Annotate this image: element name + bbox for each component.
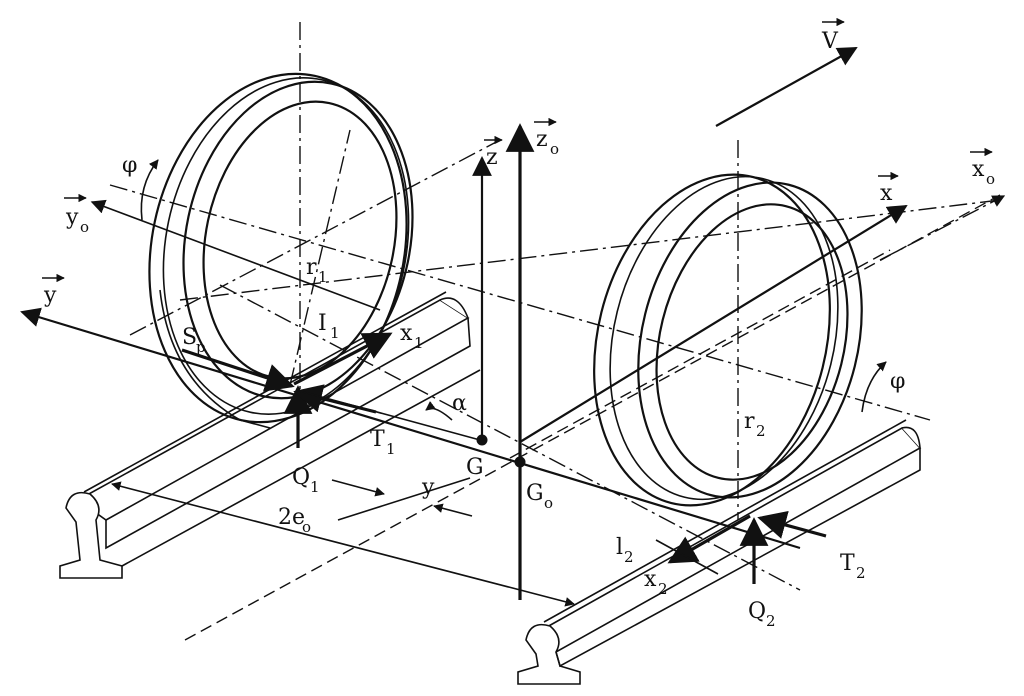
svg-text:y: y: [43, 283, 57, 308]
svg-text:x: x: [644, 567, 657, 592]
label-t2: T 2: [840, 551, 866, 582]
two-eo-dimension: [111, 481, 575, 607]
svg-text:V: V: [821, 29, 839, 54]
svg-text:o: o: [302, 518, 311, 536]
svg-text:2: 2: [856, 564, 866, 582]
svg-text:r: r: [306, 255, 317, 280]
svg-text:y: y: [65, 205, 79, 230]
label-phi-left: φ: [122, 153, 137, 178]
y-disp-guide: [337, 477, 471, 521]
x-axis-arrow: [519, 204, 908, 443]
label-v: V: [821, 17, 845, 54]
svg-text:2: 2: [766, 612, 776, 630]
label-alpha: α: [452, 391, 467, 416]
contact-line-left: [295, 389, 481, 441]
right-rail: [517, 419, 922, 685]
label-r1: r 1: [306, 255, 328, 286]
center-g-point: [476, 434, 488, 446]
svg-text:z: z: [486, 145, 498, 170]
label-phi-right: φ: [890, 369, 905, 394]
svg-text:1: 1: [414, 334, 424, 352]
svg-text:Q: Q: [292, 465, 310, 490]
svg-text:Q: Q: [748, 599, 766, 624]
y-disp-arrow-b: [433, 503, 473, 517]
label-x: x: [878, 171, 899, 206]
svg-text:G: G: [526, 481, 544, 506]
svg-text:I: I: [318, 311, 327, 336]
label-go: G o: [526, 481, 553, 512]
label-sp: S p: [182, 325, 206, 356]
svg-text:1: 1: [310, 478, 320, 496]
yo-axis-arrow: [90, 199, 381, 311]
label-x2: x 2: [644, 567, 668, 598]
label-2eo: 2e o: [278, 505, 311, 536]
svg-text:o: o: [986, 170, 995, 188]
label-xo: x o: [970, 147, 995, 188]
svg-text:o: o: [550, 140, 559, 158]
svg-text:1: 1: [318, 268, 328, 286]
svg-text:x: x: [880, 181, 893, 206]
t2-force-arrow: [757, 510, 827, 539]
svg-text:p: p: [196, 338, 206, 356]
label-q1: Q 1: [292, 465, 320, 496]
label-y-disp: y: [421, 475, 435, 500]
svg-text:T: T: [840, 551, 855, 576]
svg-text:x: x: [972, 157, 985, 182]
label-y: y: [42, 273, 65, 308]
svg-text:2: 2: [624, 548, 634, 566]
svg-text:1: 1: [386, 440, 396, 458]
svg-text:2e: 2e: [278, 505, 305, 530]
y-disp-arrow-a: [331, 479, 385, 497]
svg-text:o: o: [80, 218, 89, 236]
svg-text:2: 2: [756, 422, 766, 440]
svg-text:x: x: [400, 321, 413, 346]
label-t1: T 1: [370, 427, 396, 458]
label-x1: x 1: [400, 321, 424, 352]
label-z: z: [484, 135, 503, 170]
xo-axis-arrow: [879, 195, 1006, 261]
label-i1: I 1: [318, 311, 340, 342]
label-g: G: [466, 455, 484, 480]
y-axis-arrow: [20, 307, 801, 550]
sp-force-arrow: [181, 348, 295, 392]
l2-leader: [655, 539, 719, 575]
svg-text:S: S: [182, 325, 197, 350]
velocity-arrow: [715, 47, 858, 127]
svg-text:1: 1: [330, 324, 340, 342]
label-zo: z o: [534, 117, 559, 158]
label-l2: l 2: [616, 535, 634, 566]
label-r2: r 2: [744, 409, 766, 440]
x1-arrow: [293, 332, 393, 386]
svg-text:l: l: [616, 535, 623, 560]
label-q2: Q 2: [748, 599, 776, 630]
svg-text:2: 2: [658, 580, 668, 598]
label-yo: y o: [64, 193, 89, 236]
alpha-arc: [425, 400, 453, 421]
phi-left-arrow: [140, 159, 159, 221]
center-go-point: [514, 456, 526, 468]
svg-text:T: T: [370, 427, 385, 452]
phi-right-arrow: [861, 361, 887, 413]
svg-text:r: r: [744, 409, 755, 434]
right-wheel: [593, 173, 863, 507]
left-wheel: [148, 72, 414, 429]
svg-text:o: o: [544, 494, 553, 512]
svg-text:z: z: [536, 127, 548, 152]
